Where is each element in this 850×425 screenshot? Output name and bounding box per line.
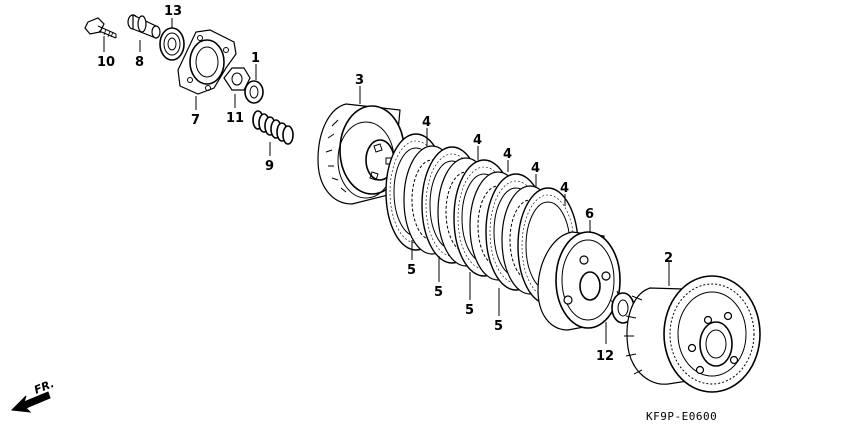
callout-9: 9 [265, 159, 274, 174]
diagram-code: KF9P-E0600 [646, 410, 717, 423]
part-13-bearing [159, 27, 185, 61]
callout-10: 10 [97, 55, 115, 70]
callout-1: 1 [251, 51, 260, 66]
callout-3: 3 [355, 73, 364, 88]
part-9-spring [252, 110, 294, 145]
callout-4b: 4 [473, 133, 482, 148]
callout-4e: 4 [560, 181, 569, 196]
callout-7: 7 [191, 113, 200, 128]
callout-5a: 5 [407, 263, 416, 278]
part-10-bolt [84, 17, 117, 39]
callout-2: 2 [664, 251, 673, 266]
callout-6: 6 [585, 207, 594, 222]
direction-label: FR. [32, 377, 56, 397]
part-7-lifter-plate [177, 29, 237, 95]
callout-5b: 5 [434, 285, 443, 300]
part-2-clutch-outer [624, 275, 761, 393]
callout-11: 11 [226, 111, 244, 126]
part-11-nut [223, 67, 251, 91]
callout-5d: 5 [494, 319, 503, 334]
callout-4a: 4 [422, 115, 431, 130]
direction-arrow-icon [10, 391, 51, 413]
callout-4c: 4 [503, 147, 512, 162]
part-8-collar [127, 14, 161, 39]
callout-5c: 5 [465, 303, 474, 318]
part-1-washer [244, 80, 264, 104]
part-6-clutch-center [537, 231, 621, 331]
callout-12: 12 [596, 349, 614, 364]
callout-8: 8 [135, 55, 144, 70]
callout-4d: 4 [531, 161, 540, 176]
callout-13: 13 [164, 4, 182, 19]
